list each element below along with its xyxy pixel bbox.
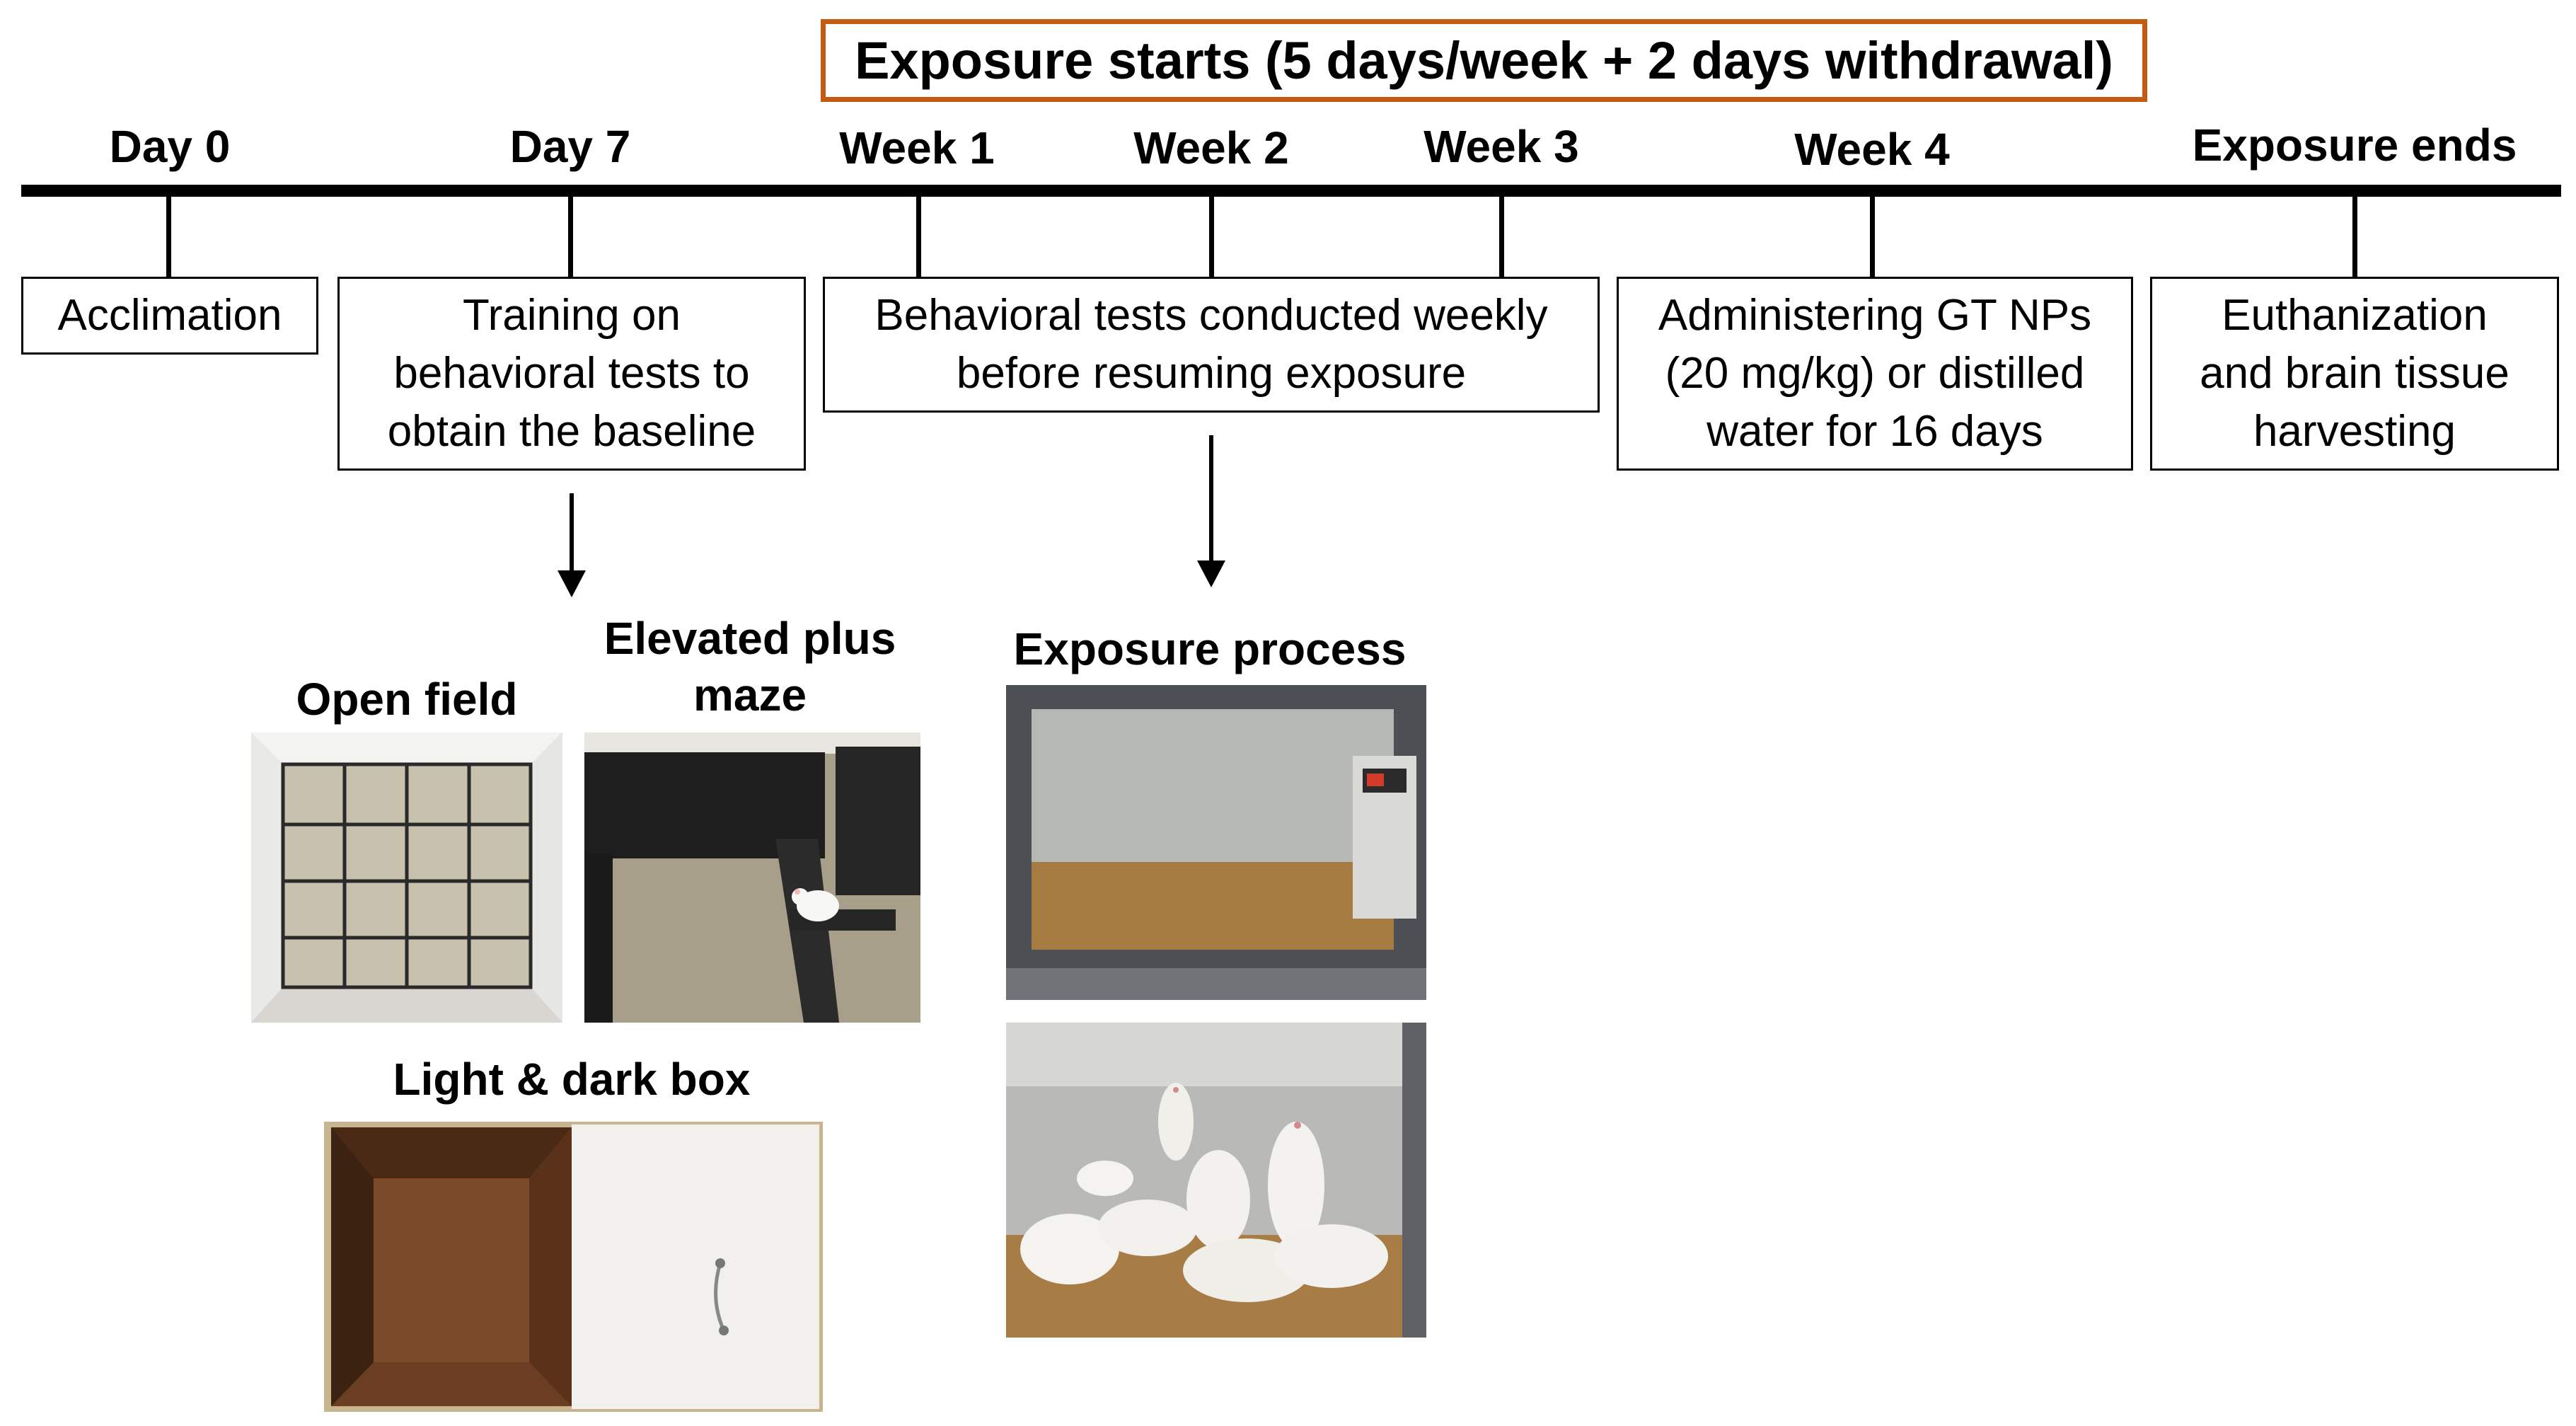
arrow-training-head: [558, 570, 586, 597]
arrow-exposure-shaft: [1209, 435, 1213, 563]
tick-week-2: [1209, 197, 1214, 277]
tick-week-1: [916, 197, 921, 277]
box-administering-line-3: water for 16 days: [1706, 407, 2043, 456]
box-administering-line-2: (20 mg/kg) or distilled: [1665, 349, 2085, 398]
timeline-axis: [21, 185, 2561, 197]
title-light-dark-box: Light & dark box: [393, 1054, 751, 1105]
box-training-line-3: obtain the baseline: [387, 407, 756, 456]
tick-week-3: [1499, 197, 1504, 277]
title-epm-line-2: maze: [693, 669, 807, 720]
exposure-chamber-photo: [1006, 685, 1426, 1000]
tick-week-4: [1870, 197, 1875, 277]
label-day-0: Day 0: [109, 121, 231, 172]
box-administering: Administering GT NPs (20 mg/kg) or disti…: [1617, 277, 2133, 471]
label-week-3: Week 3: [1423, 121, 1579, 172]
box-euthanization: Euthanization and brain tissue harvestin…: [2150, 277, 2559, 471]
box-acclimation-line-1: Acclimation: [57, 291, 282, 340]
tick-day-0: [166, 197, 171, 277]
title-elevated-plus-maze: Elevated plus maze: [580, 610, 920, 723]
box-euthanization-line-3: harvesting: [2253, 407, 2456, 456]
label-day-7: Day 7: [509, 121, 631, 172]
box-behavioral-line-2: before resuming exposure: [956, 349, 1467, 398]
light-dark-box-photo: [324, 1122, 823, 1412]
label-exposure-ends: Exposure ends: [2192, 120, 2517, 171]
rats-in-chamber-photo: [1006, 1023, 1426, 1338]
arrow-training-shaft: [570, 493, 574, 573]
box-training-line-2: behavioral tests to: [393, 349, 750, 398]
exposure-header-text: Exposure starts (5 days/week + 2 days wi…: [855, 31, 2113, 90]
label-week-2: Week 2: [1133, 122, 1289, 173]
arrow-exposure-head: [1197, 560, 1225, 587]
box-euthanization-line-1: Euthanization: [2222, 291, 2488, 340]
box-acclimation: Acclimation: [21, 277, 318, 355]
label-week-1: Week 1: [839, 122, 995, 173]
elevated-plus-maze-photo: [584, 732, 920, 1023]
box-training-line-1: Training on: [463, 291, 681, 340]
box-training: Training on behavioral tests to obtain t…: [337, 277, 806, 471]
tick-exposure-ends: [2352, 197, 2357, 277]
title-exposure-process: Exposure process: [1013, 623, 1407, 674]
tick-day-7: [568, 197, 573, 277]
open-field-photo: [251, 732, 562, 1023]
box-euthanization-line-2: and brain tissue: [2200, 349, 2509, 398]
box-administering-line-1: Administering GT NPs: [1658, 291, 2092, 340]
exposure-header-box: Exposure starts (5 days/week + 2 days wi…: [821, 19, 2147, 102]
title-epm-line-1: Elevated plus: [603, 613, 896, 664]
box-behavioral-tests: Behavioral tests conducted weekly before…: [823, 277, 1600, 413]
title-open-field: Open field: [296, 674, 518, 725]
box-behavioral-line-1: Behavioral tests conducted weekly: [874, 291, 1548, 340]
label-week-4: Week 4: [1794, 124, 1950, 175]
